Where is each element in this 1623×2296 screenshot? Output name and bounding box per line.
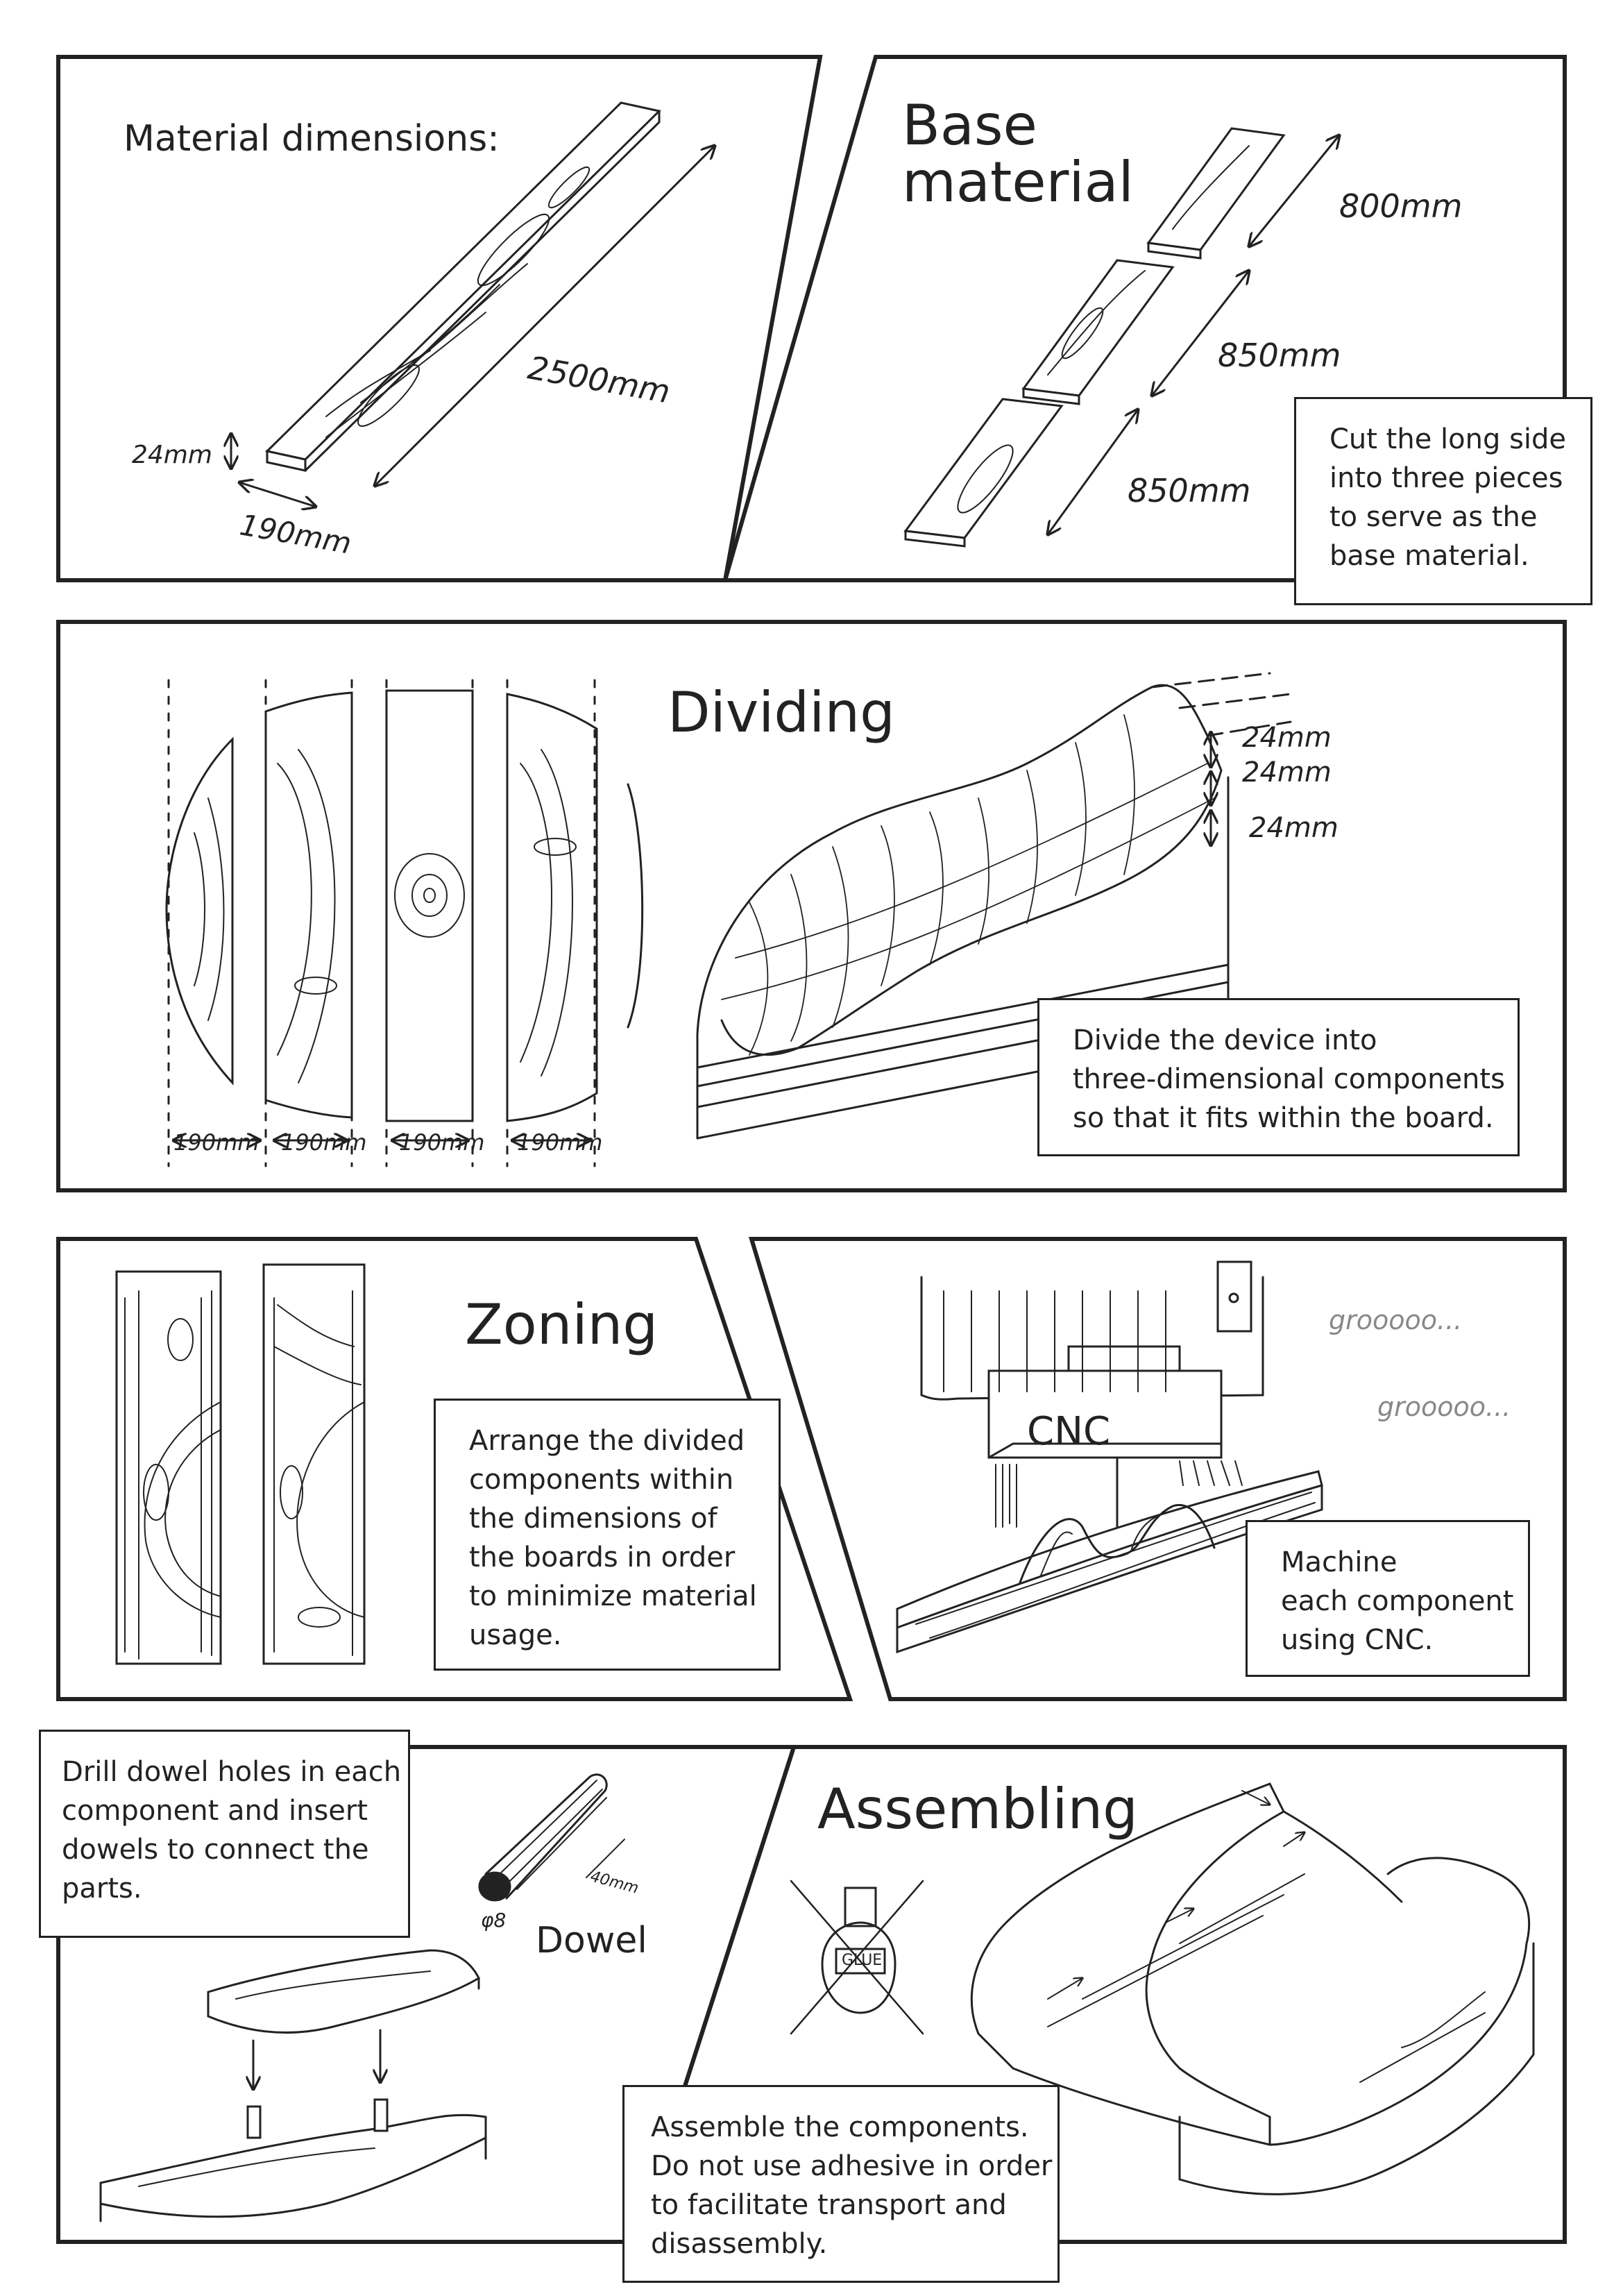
caption-line: Arrange the divided <box>469 1421 758 1460</box>
caption-line: using CNC. <box>1281 1621 1507 1660</box>
caption-line: Do not use adhesive in order <box>651 2147 1037 2186</box>
caption-line: Cut the long side <box>1329 420 1570 459</box>
caption-line: the boards in order <box>469 1538 758 1577</box>
dividing-caption: Divide the device into three-dimensional… <box>1037 998 1520 1156</box>
zoning-caption: Arrange the divided components within th… <box>434 1399 781 1671</box>
caption-line: to minimize material <box>469 1577 758 1616</box>
material-heading: Material dimensions: <box>124 118 500 160</box>
log-slices-sketch <box>167 680 643 1166</box>
cnc-caption: Machine each component using CNC. <box>1246 1520 1530 1677</box>
caption-line: to serve as the <box>1329 498 1570 537</box>
caption-line: Machine <box>1281 1543 1507 1582</box>
layer-label-3: 24mm <box>1249 812 1339 844</box>
assembling-title: Assembling <box>817 1777 1138 1841</box>
caption-line: to facilitate transport and <box>651 2186 1037 2225</box>
caption-line: Drill dowel holes in each <box>62 1753 387 1791</box>
width-arrow <box>239 482 316 507</box>
caption-line: usage. <box>469 1616 758 1655</box>
caption-line: Divide the device into <box>1073 1021 1497 1060</box>
caption-line: each component <box>1281 1582 1507 1621</box>
joined-pieces-sketch <box>101 1950 486 2221</box>
caption-line: component and insert <box>62 1791 387 1830</box>
thickness-label: 24mm <box>132 441 212 469</box>
caption-line: disassembly. <box>651 2225 1037 2263</box>
layer-label-2: 24mm <box>1242 757 1332 788</box>
board-sketch <box>231 103 715 507</box>
slice-label-4: 190mm <box>517 1129 602 1156</box>
dowel-label: Dowel <box>536 1920 647 1961</box>
base-material-title: Base material <box>902 97 1134 211</box>
piece-850-label-2: 850mm <box>1128 472 1250 509</box>
zoning-boards-sketch <box>117 1265 364 1664</box>
caption-line: three-dimensional components <box>1073 1060 1497 1099</box>
caption-line: so that it fits within the board. <box>1073 1099 1497 1138</box>
piece-800-label: 800mm <box>1339 187 1462 225</box>
base-material-caption: Cut the long side into three pieces to s… <box>1294 397 1592 605</box>
dowel-caption: Drill dowel holes in each component and … <box>39 1730 410 1938</box>
zoning-title: Zoning <box>465 1292 658 1357</box>
piece-850-label-1: 850mm <box>1218 337 1341 374</box>
base-material-title-line-1: Base <box>902 97 1134 154</box>
caption-line: components within <box>469 1460 758 1499</box>
slice-label-3: 190mm <box>399 1129 484 1156</box>
caption-line: into three pieces <box>1329 459 1570 498</box>
dividing-title: Dividing <box>668 680 895 745</box>
glue-label: GLUE <box>842 1952 882 1969</box>
caption-line: the dimensions of <box>469 1499 758 1538</box>
layer-label-1: 24mm <box>1242 722 1332 754</box>
cnc-label: CNC <box>1027 1409 1110 1454</box>
caption-line: parts. <box>62 1869 387 1908</box>
base-material-title-line-2: material <box>902 154 1134 211</box>
caption-line: Assemble the components. <box>651 2108 1037 2147</box>
caption-line: dowels to connect the <box>62 1830 387 1869</box>
assembling-caption: Assemble the components. Do not use adhe… <box>622 2085 1060 2283</box>
dowel-diameter-label: φ8 <box>481 1909 506 1932</box>
slice-label-2: 190mm <box>281 1129 366 1156</box>
slice-label-1: 190mm <box>173 1129 259 1156</box>
caption-line: base material. <box>1329 537 1570 575</box>
machine-sound-2: grooooo... <box>1377 1392 1511 1422</box>
machine-sound-1: grooooo... <box>1329 1305 1462 1335</box>
